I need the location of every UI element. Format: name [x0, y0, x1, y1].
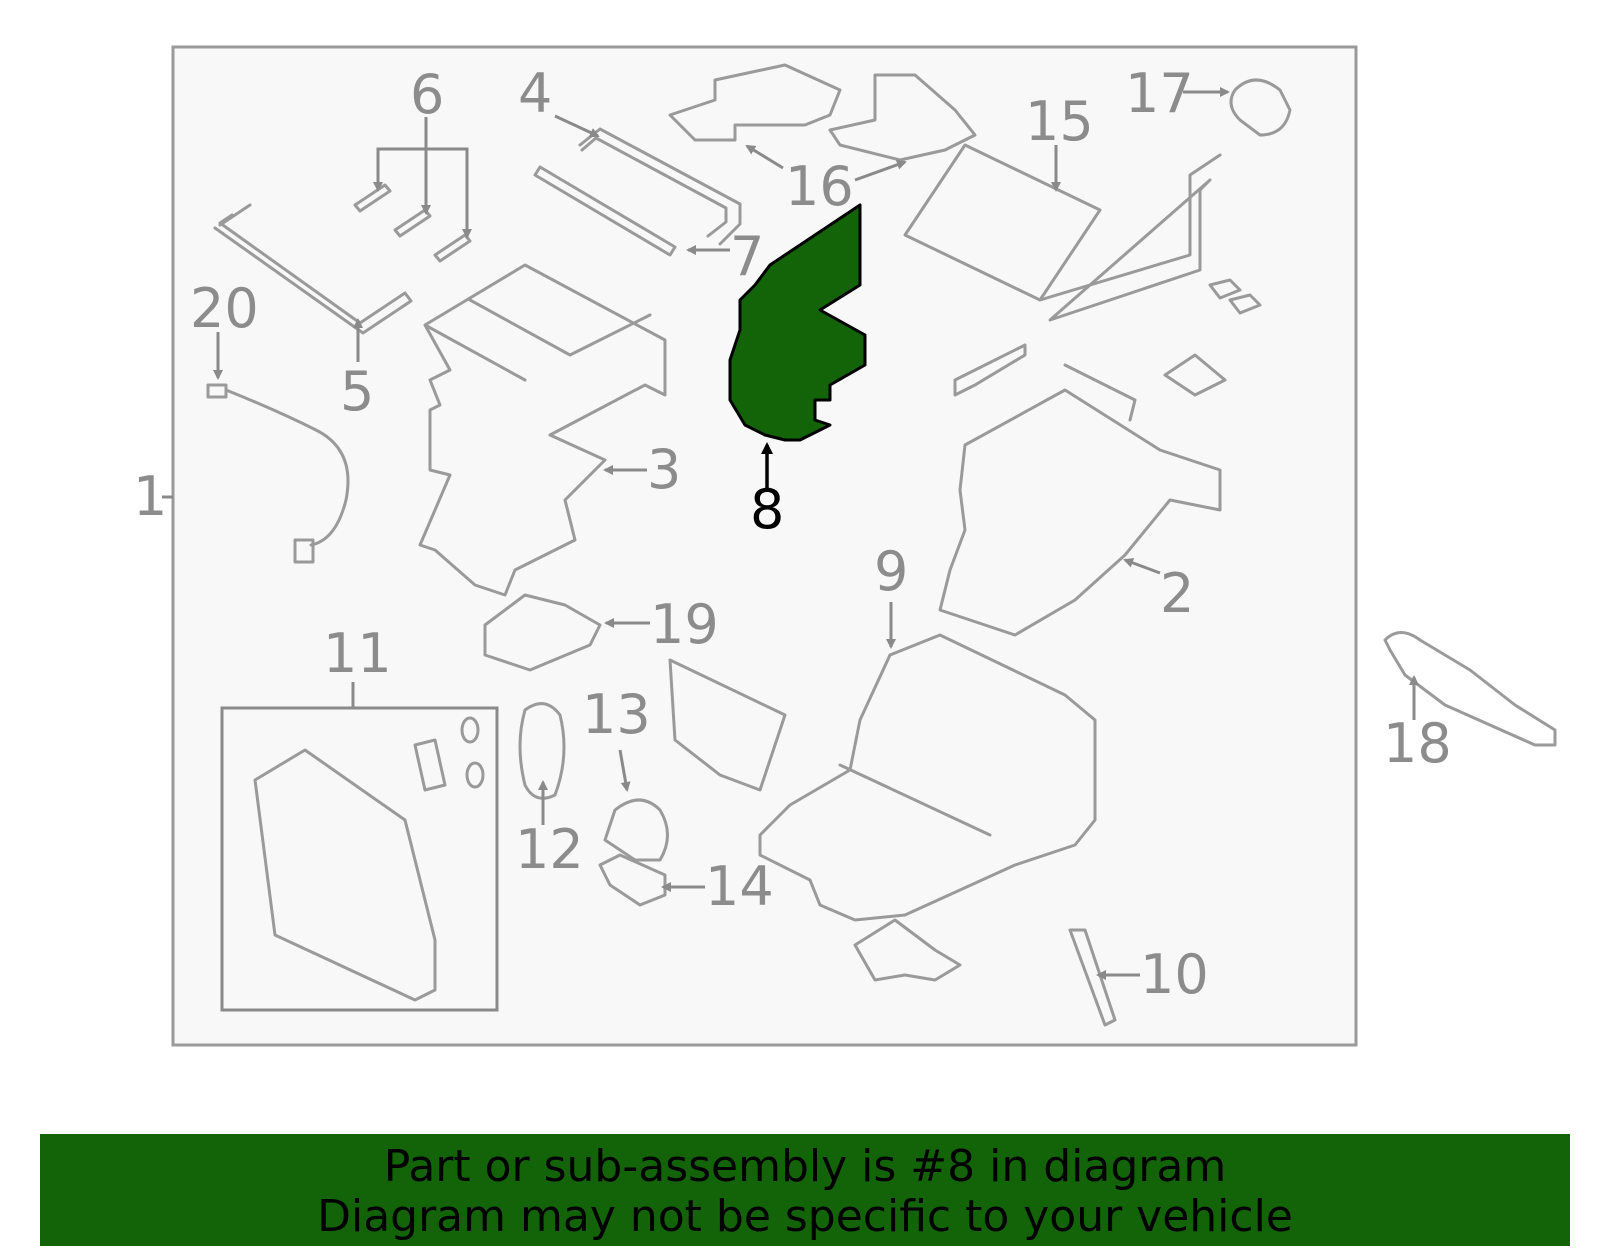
banner-line-1: Part or sub-assembly is #8 in diagram — [383, 1141, 1227, 1192]
part-9-case[interactable] — [758, 633, 1097, 922]
part-5-wire[interactable] — [213, 203, 413, 335]
callout-4: 4 — [518, 62, 552, 125]
callout-16: 16 — [785, 155, 854, 218]
callout-6: 6 — [410, 63, 444, 126]
part-20-sensor[interactable] — [206, 383, 350, 564]
callout-2: 2 — [1160, 562, 1194, 625]
parts-diagram: 1 2 3 4 5 6 7 8 9 10 11 12 13 14 15 16 1… — [133, 45, 1557, 1047]
info-banner: Part or sub-assembly is #8 in diagram Di… — [40, 1134, 1570, 1246]
part-14-clip[interactable] — [598, 853, 667, 907]
part-11-evaporator[interactable] — [220, 706, 499, 1012]
part-10-rod[interactable] — [1068, 928, 1117, 1027]
callout-18: 18 — [1383, 712, 1452, 775]
callout-9: 9 — [874, 540, 908, 603]
part-7-strip[interactable] — [533, 165, 677, 257]
callout-14: 14 — [705, 855, 774, 918]
part-13-cover[interactable] — [603, 798, 669, 862]
callout-15: 15 — [1025, 90, 1094, 153]
callout-17: 17 — [1125, 62, 1194, 125]
part-12-seal[interactable] — [518, 702, 566, 800]
callout-20: 20 — [190, 277, 259, 340]
callout-8: 8 — [750, 478, 784, 541]
leader-lines — [162, 87, 1419, 980]
callout-labels: 1 2 3 4 5 6 7 8 9 10 11 12 13 14 15 16 1… — [133, 62, 1452, 1006]
part-8-highlighted[interactable] — [728, 203, 867, 442]
callout-11: 11 — [323, 622, 392, 685]
part-9-gasket[interactable] — [668, 658, 787, 792]
part-15-heater-core[interactable] — [903, 143, 1262, 322]
callout-7: 7 — [730, 225, 764, 288]
part-3-housing[interactable] — [418, 263, 667, 597]
callout-13: 13 — [582, 683, 651, 746]
callout-10: 10 — [1140, 943, 1209, 1006]
callout-19: 19 — [650, 593, 719, 656]
part-2-clip[interactable] — [1163, 353, 1227, 397]
assembly-frame — [171, 45, 1358, 1047]
banner-line-2: Diagram may not be specific to your vehi… — [317, 1191, 1293, 1242]
part-18-duct[interactable] — [1383, 631, 1557, 747]
part-foam-pad[interactable] — [853, 918, 962, 982]
part-2-bracket[interactable] — [953, 343, 1027, 397]
part-19-duct[interactable] — [483, 593, 602, 672]
callout-3: 3 — [647, 438, 681, 501]
part-17-grommet[interactable] — [1229, 78, 1292, 137]
part-16-ducts[interactable] — [668, 63, 977, 162]
callout-1: 1 — [133, 465, 167, 528]
callout-5: 5 — [340, 360, 374, 423]
part-2-housing[interactable] — [938, 363, 1222, 637]
callout-12: 12 — [515, 818, 584, 881]
